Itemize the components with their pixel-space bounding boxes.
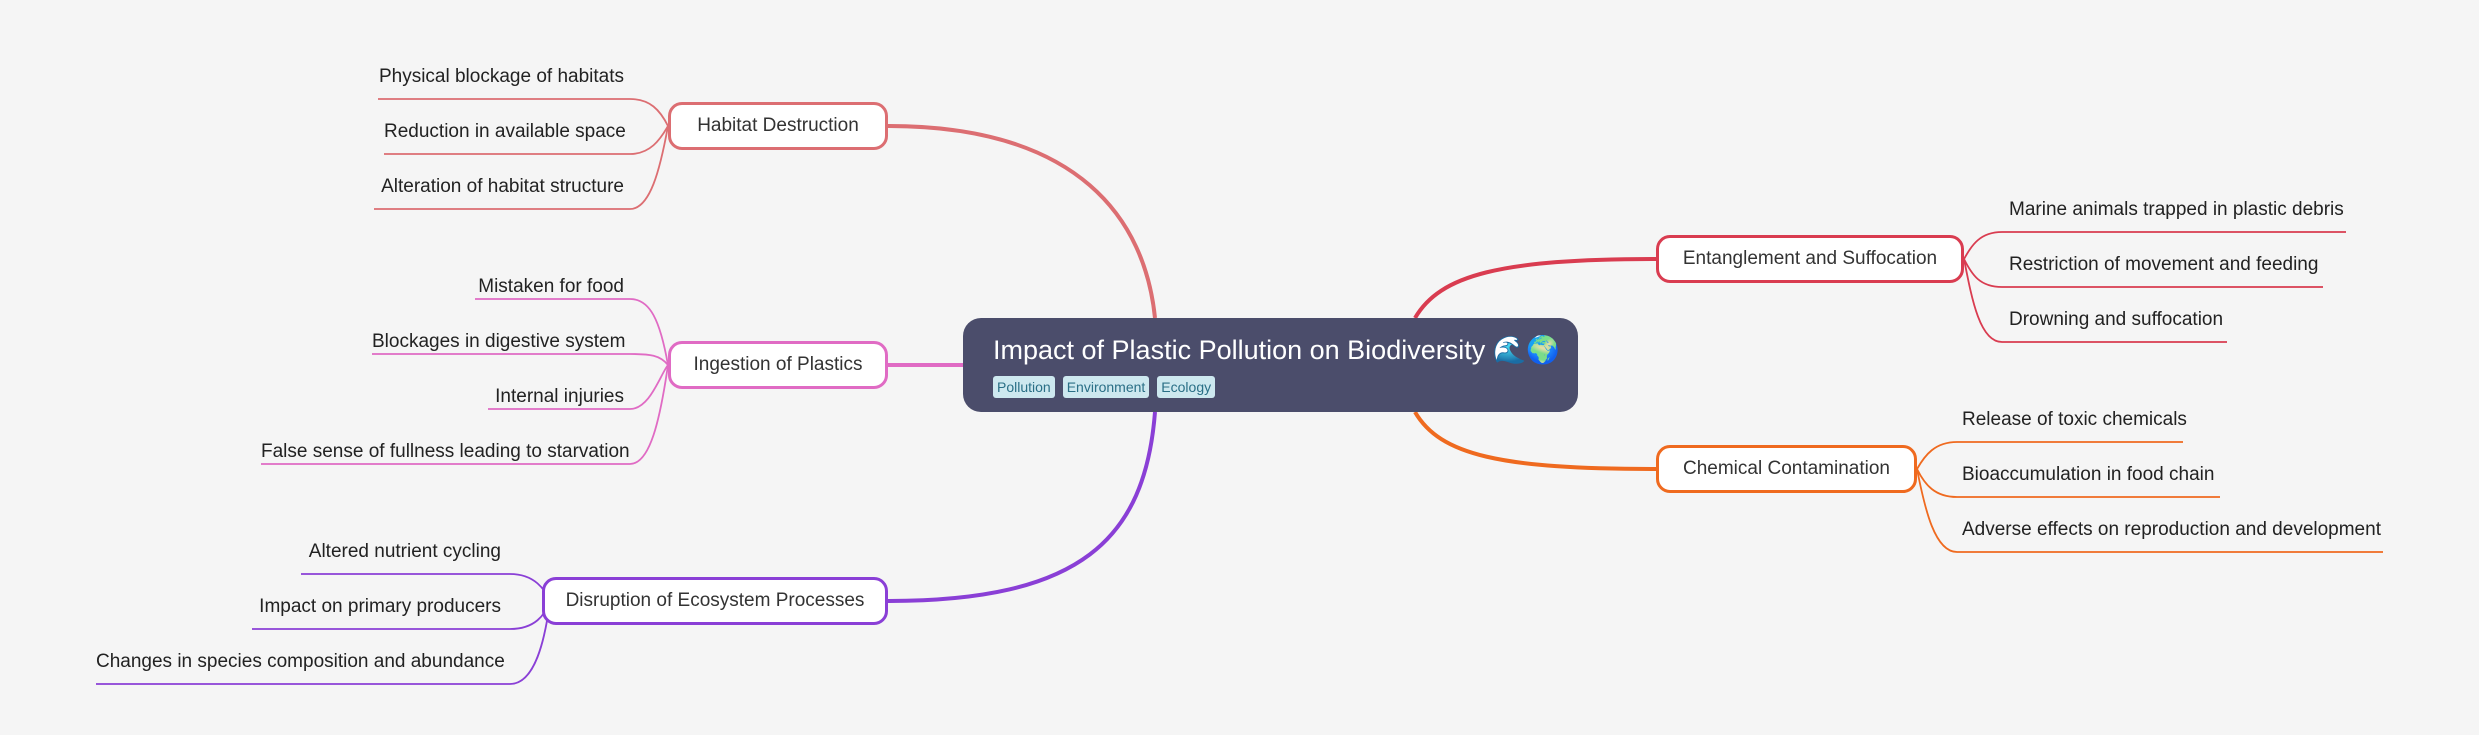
leaf-reduction-space[interactable]: Reduction in available space: [384, 121, 626, 142]
tag-pollution[interactable]: Pollution: [993, 376, 1055, 398]
branch-entanglement-suffocation[interactable]: Entanglement and Suffocation: [1656, 235, 1964, 283]
leaf-drowning[interactable]: Drowning and suffocation: [2009, 309, 2224, 330]
leaf-primary-producers[interactable]: Impact on primary producers: [259, 596, 501, 617]
branch-ingestion-of-plastics[interactable]: Ingestion of Plastics: [668, 341, 888, 389]
leaf-link-ingestion-1: [372, 353, 669, 366]
leaf-bioaccumulation[interactable]: Bioaccumulation in food chain: [1962, 464, 2215, 485]
leaf-link-habitat-0: [378, 98, 669, 127]
leaf-species-composition[interactable]: Changes in species composition and abund…: [96, 651, 505, 672]
leaf-link-habitat-2: [374, 125, 669, 210]
leaf-marine-trapped[interactable]: Marine animals trapped in plastic debris: [2009, 199, 2344, 220]
root-link-chemical: [1413, 410, 1657, 471]
leaf-alteration-structure[interactable]: Alteration of habitat structure: [381, 176, 624, 197]
leaf-link-chemical-0: [1916, 441, 2183, 470]
root-title: Impact of Plastic Pollution on Biodivers…: [993, 335, 1560, 365]
leaf-nutrient-cycling[interactable]: Altered nutrient cycling: [308, 541, 501, 562]
leaf-physical-blockage[interactable]: Physical blockage of habitats: [378, 66, 624, 87]
leaf-mistaken-food[interactable]: Mistaken for food: [478, 276, 624, 297]
root-link-disruption: [887, 411, 1157, 603]
leaf-link-ingestion-2: [488, 364, 669, 410]
root-node[interactable]: Impact of Plastic Pollution on Biodivers…: [963, 318, 1578, 412]
leaf-movement-restriction[interactable]: Restriction of movement and feeding: [2009, 254, 2319, 275]
leaf-link-ingestion-0: [475, 298, 669, 366]
leaf-reproduction-effects[interactable]: Adverse effects on reproduction and deve…: [1962, 519, 2381, 540]
leaf-digestive-blockages[interactable]: Blockages in digestive system: [372, 331, 626, 352]
leaf-link-habitat-1: [384, 125, 669, 155]
root-link-entanglement: [1413, 257, 1657, 320]
leaf-link-entanglement-0: [1963, 231, 2346, 260]
tag-environment[interactable]: Environment: [1062, 376, 1150, 398]
leaf-link-chemical-2: [1916, 468, 2383, 553]
leaf-link-ingestion-3: [261, 364, 669, 465]
root-link-habitat: [887, 124, 1157, 319]
branch-habitat-destruction[interactable]: Habitat Destruction: [668, 102, 888, 150]
leaf-toxic-chemicals[interactable]: Release of toxic chemicals: [1962, 409, 2187, 430]
leaf-link-chemical-1: [1916, 468, 2220, 498]
leaf-false-fullness[interactable]: False sense of fullness leading to starv…: [261, 441, 630, 462]
leaf-link-entanglement-2: [1963, 258, 2227, 343]
leaf-link-entanglement-1: [1963, 258, 2323, 288]
branch-chemical-contamination[interactable]: Chemical Contamination: [1656, 445, 1917, 493]
leaf-internal-injuries[interactable]: Internal injuries: [495, 386, 624, 407]
branch-disruption-ecosystem[interactable]: Disruption of Ecosystem Processes: [542, 577, 888, 625]
tag-ecology[interactable]: Ecology: [1157, 376, 1216, 398]
tag-list: Pollution Environment Ecology: [993, 376, 1548, 398]
